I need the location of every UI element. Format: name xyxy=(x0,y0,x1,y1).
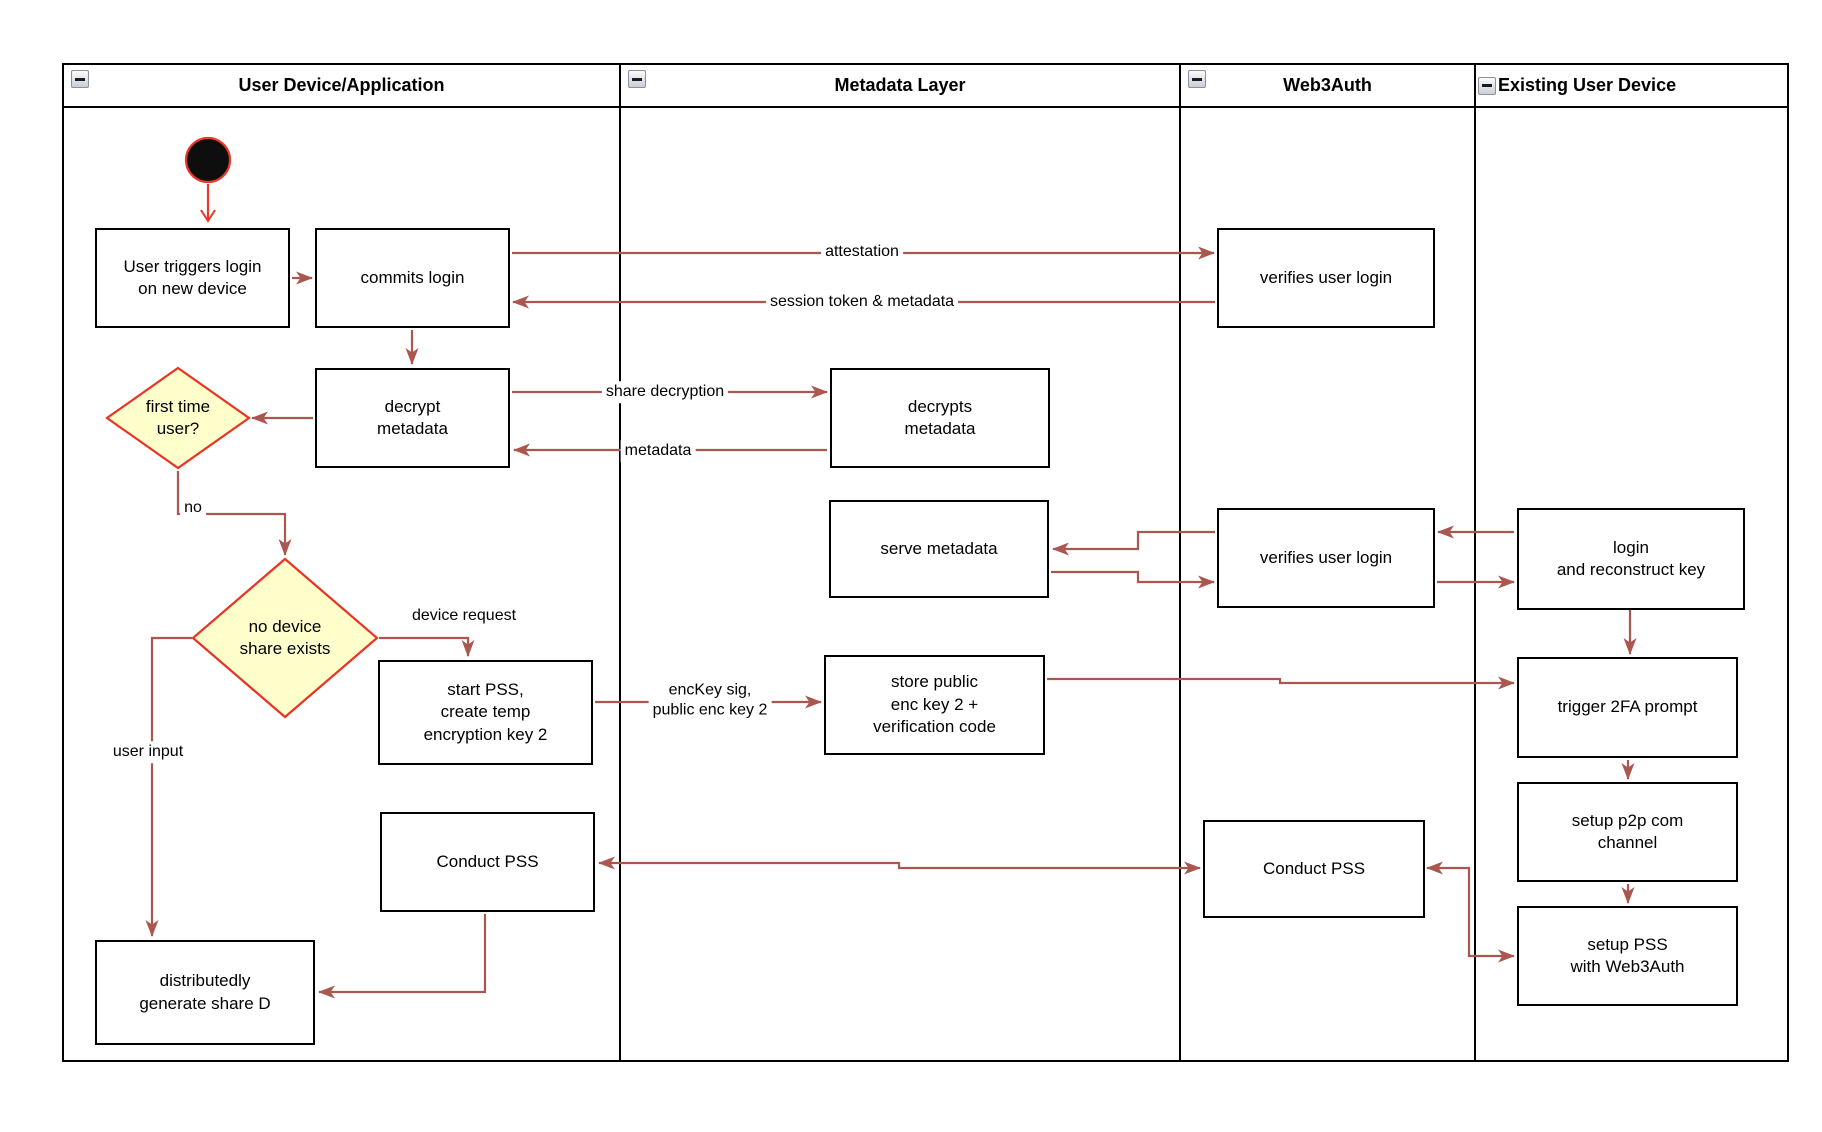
lane-header-web3auth: Web3Auth xyxy=(1181,65,1474,106)
node-verifies-user-login-1: verifies user login xyxy=(1217,228,1435,328)
edge-label-metadata: metadata xyxy=(620,440,696,462)
edge-device-request xyxy=(379,636,475,657)
node-setup-pss-with-web3auth: setup PSS with Web3Auth xyxy=(1517,906,1738,1006)
header-underline xyxy=(62,106,1789,108)
edge-label-session-token: session token & metadata xyxy=(765,291,959,313)
lane-title: User Device/Application xyxy=(238,75,445,95)
lane-divider-1 xyxy=(619,63,621,1060)
node-login-and-reconstruct-key: login and reconstruct key xyxy=(1517,508,1745,610)
start-node xyxy=(184,136,232,184)
node-conduct-pss-user: Conduct PSS xyxy=(380,812,595,912)
node-trigger-2fa-prompt: trigger 2FA prompt xyxy=(1517,657,1738,758)
edge-no-branch xyxy=(176,471,292,556)
node-commits-login: commits login xyxy=(315,228,510,328)
edge-conduct-pss-link xyxy=(598,856,1201,875)
node-serve-metadata: serve metadata xyxy=(829,500,1049,598)
node-conduct-pss-web3auth: Conduct PSS xyxy=(1203,820,1425,918)
lane-title: Web3Auth xyxy=(1283,75,1372,95)
collapse-icon[interactable] xyxy=(1478,76,1496,95)
edge-store-to-2fa xyxy=(1047,676,1515,690)
minus-icon xyxy=(75,77,85,81)
node-store-public-enc-key: store public enc key 2 + verification co… xyxy=(824,655,1045,755)
edge-label-attestation: attestation xyxy=(821,241,903,263)
edge-label-share-decryption: share decryption xyxy=(601,381,729,403)
lane-title: Metadata Layer xyxy=(834,75,966,95)
lane-header-user-device: User Device/Application xyxy=(64,65,619,106)
lane-header-metadata-layer: Metadata Layer xyxy=(621,65,1179,106)
minus-icon xyxy=(1482,84,1492,87)
minus-icon xyxy=(632,77,642,81)
minus-icon xyxy=(1192,77,1202,81)
collapse-icon[interactable] xyxy=(628,70,646,88)
lane-header-existing-user-device: Existing User Device xyxy=(1476,65,1785,106)
edge-verifies-to-serve xyxy=(1052,530,1215,556)
node-setup-p2p-com-channel: setup p2p com channel xyxy=(1517,782,1738,882)
lane-divider-2 xyxy=(1179,63,1181,1060)
edge-setup-pss-conduct-pss xyxy=(1426,861,1515,963)
edge-user-input xyxy=(145,636,192,937)
node-start-pss: start PSS, create temp encryption key 2 xyxy=(378,660,593,765)
decision-no-device-share xyxy=(191,557,379,719)
label-first-time-user: first time user? xyxy=(145,396,211,438)
node-decrypt-metadata: decrypt metadata xyxy=(315,368,510,468)
decision-first-time-user xyxy=(105,366,251,470)
node-user-triggers-login: User triggers login on new device xyxy=(95,228,290,328)
edge-serve-to-verifies xyxy=(1051,570,1215,589)
node-distributedly-generate-share-d: distributedly generate share D xyxy=(95,940,315,1045)
lane-divider-3 xyxy=(1474,63,1476,1060)
edge-conduct-to-generate-share xyxy=(318,914,487,999)
node-verifies-user-login-2: verifies user login xyxy=(1217,508,1435,608)
edge-label-device-request: device request xyxy=(407,605,521,627)
lane-title: Existing User Device xyxy=(1498,75,1677,95)
node-decrypts-metadata: decrypts metadata xyxy=(830,368,1050,468)
collapse-icon[interactable] xyxy=(71,70,89,88)
edge-label-enckey-sig: encKey sig, public enc key 2 xyxy=(648,679,772,721)
edge-label-no: no xyxy=(180,497,206,519)
collapse-icon[interactable] xyxy=(1188,70,1206,88)
label-no-device-share: no device share exists xyxy=(239,616,331,658)
edge-label-user-input: user input xyxy=(108,741,188,763)
